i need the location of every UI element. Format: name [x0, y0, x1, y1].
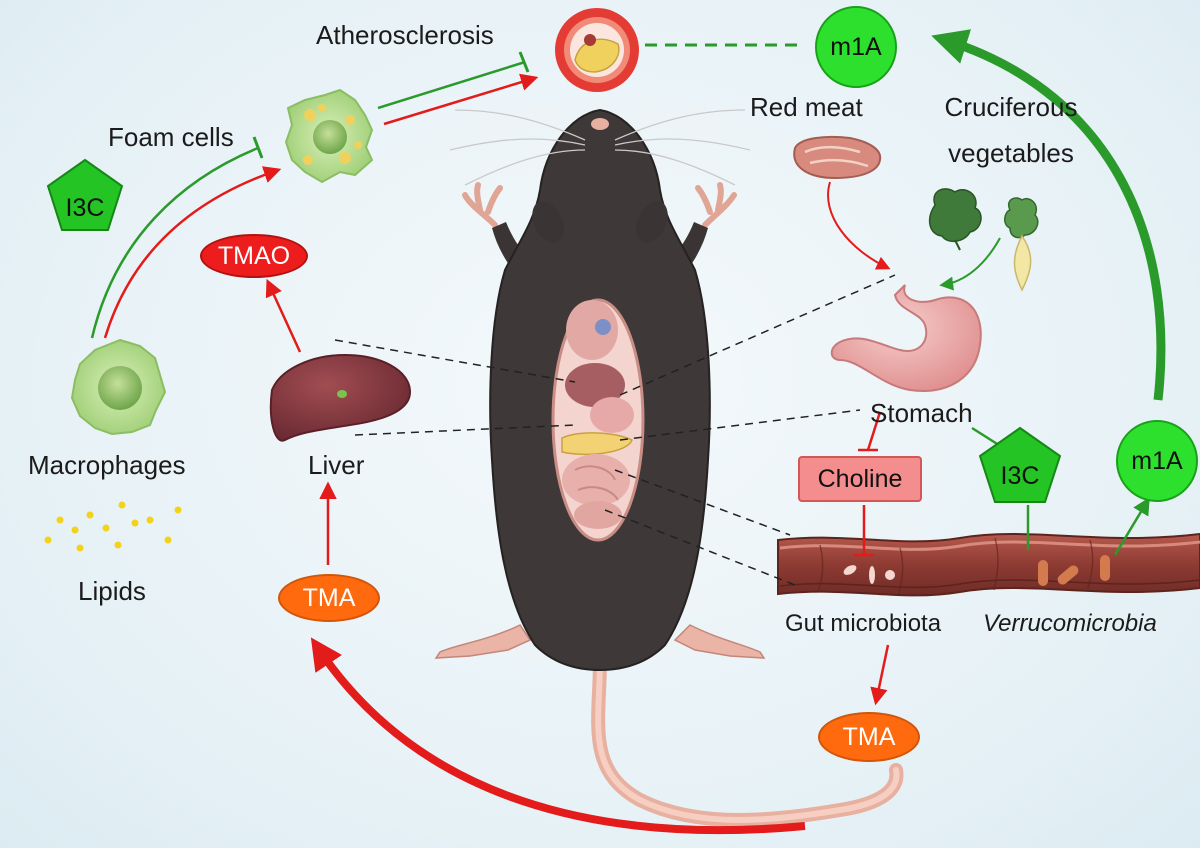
mouse-hind-foot-right — [673, 624, 766, 659]
stomach-icon — [830, 284, 982, 392]
i3c-right-pentagon — [978, 426, 1062, 503]
tmao-badge: TMAO — [200, 234, 308, 278]
red-meat-icon — [793, 135, 882, 180]
arrow-foam-to-atherosclerosis-green — [377, 60, 526, 110]
arrow-foam-to-atherosclerosis-red — [383, 73, 539, 126]
stomach-label: Stomach — [870, 398, 973, 428]
mouse-whiskers — [449, 109, 751, 186]
arrow-vegetables-to-stomach — [939, 237, 1001, 291]
vegetables-label: vegetables — [948, 138, 1074, 168]
liver-icon — [269, 353, 412, 442]
mouse-front-paw-right — [695, 182, 737, 228]
mouse-illustration — [434, 108, 904, 827]
organ-leader-lines — [334, 274, 896, 586]
foam-cells-label: Foam cells — [108, 122, 234, 152]
arrow-gut-to-tma — [870, 644, 890, 706]
mouse-ear-left — [532, 201, 564, 243]
i3c-right-badge: I3C — [1000, 461, 1040, 490]
macrophages-label: Macrophages — [28, 450, 186, 480]
arrow-liver-to-tmao — [265, 278, 302, 353]
arrow-gut-to-m1a — [1113, 496, 1150, 556]
choline-badge: Choline — [798, 456, 922, 502]
i3c-left-pentagon — [46, 158, 124, 231]
m1a-right-badge: m1A — [1116, 420, 1198, 502]
arrow-red-meat-to-stomach — [827, 181, 891, 270]
verrucomicrobia-label: Verrucomicrobia — [983, 610, 1157, 637]
arrow-gut-tma-to-left-tma — [310, 637, 806, 835]
tma-bottom-badge: TMA — [818, 712, 920, 762]
arrow-macrophage-to-foam-red — [103, 166, 282, 339]
lipids-label: Lipids — [78, 576, 146, 606]
red-meat-label: Red meat — [750, 92, 863, 122]
m1a-top-badge: m1A — [815, 6, 897, 88]
gut-microbiota-label: Gut microbiota — [785, 610, 942, 637]
lipids-dots — [44, 501, 182, 552]
atherosclerosis-label: Atherosclerosis — [316, 20, 494, 50]
mouse-ear-right — [636, 201, 668, 243]
mouse-front-paw-left — [462, 182, 503, 228]
i3c-left-badge: I3C — [65, 193, 105, 222]
atherosclerosis-artery-icon — [555, 8, 639, 92]
arrow-stomach-to-choline — [866, 411, 882, 451]
arrow-macrophage-to-foam-green — [90, 146, 259, 339]
cruciferous-vegetables-icon — [928, 188, 1039, 292]
gut-segment-icon — [777, 532, 1200, 597]
arrow-right-m1a-up — [931, 29, 1166, 401]
macrophage-icon — [70, 338, 167, 436]
mouse-hind-foot-left — [434, 624, 532, 659]
foam-cell-icon — [284, 88, 374, 184]
cruciferous-label: Cruciferous — [944, 92, 1078, 122]
mouse-nose — [591, 118, 609, 130]
liver-label: Liver — [308, 450, 365, 480]
tma-left-badge: TMA — [278, 574, 380, 622]
